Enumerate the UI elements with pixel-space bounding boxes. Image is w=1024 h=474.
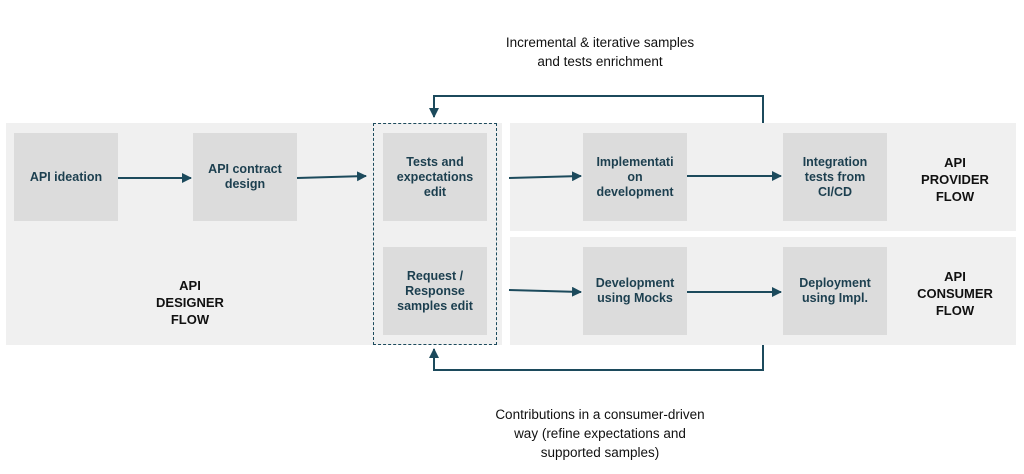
consumer-contributions-note: Contributions in a consumer-driven way (… bbox=[495, 407, 705, 460]
designer-flow-label: API DESIGNER FLOW bbox=[156, 278, 224, 327]
iterative-enrichment-note: Incremental & iterative samples and test… bbox=[505, 35, 695, 69]
tests-expectations-edit-box: Tests and expectations edit bbox=[383, 133, 487, 221]
deployment-using-impl-box: Deployment using Impl. bbox=[783, 247, 887, 335]
contract-to-tests-arrow bbox=[296, 171, 367, 182]
api-ideation-box: API ideation bbox=[14, 133, 118, 221]
provider-flow-label: API PROVIDER FLOW bbox=[921, 155, 989, 204]
development-using-mocks-box: Development using Mocks bbox=[583, 247, 687, 335]
api-contract-design-box: API contract design bbox=[193, 133, 297, 221]
consumer-flow-label: API CONSUMER FLOW bbox=[917, 269, 993, 318]
shared-artifacts-dashed-frame bbox=[373, 123, 497, 345]
tests-to-implementation-arrow bbox=[508, 171, 582, 182]
provider-feedback-loop-arrow bbox=[429, 95, 764, 123]
integration-tests-box: Integration tests from CI/CD bbox=[783, 133, 887, 221]
consumer-feedback-loop-arrow bbox=[429, 345, 764, 371]
samples-to-mocks-arrow bbox=[508, 286, 582, 297]
request-response-samples-edit-box: Request / Response samples edit bbox=[383, 247, 487, 335]
implementation-development-box: Implementati on development bbox=[583, 133, 687, 221]
